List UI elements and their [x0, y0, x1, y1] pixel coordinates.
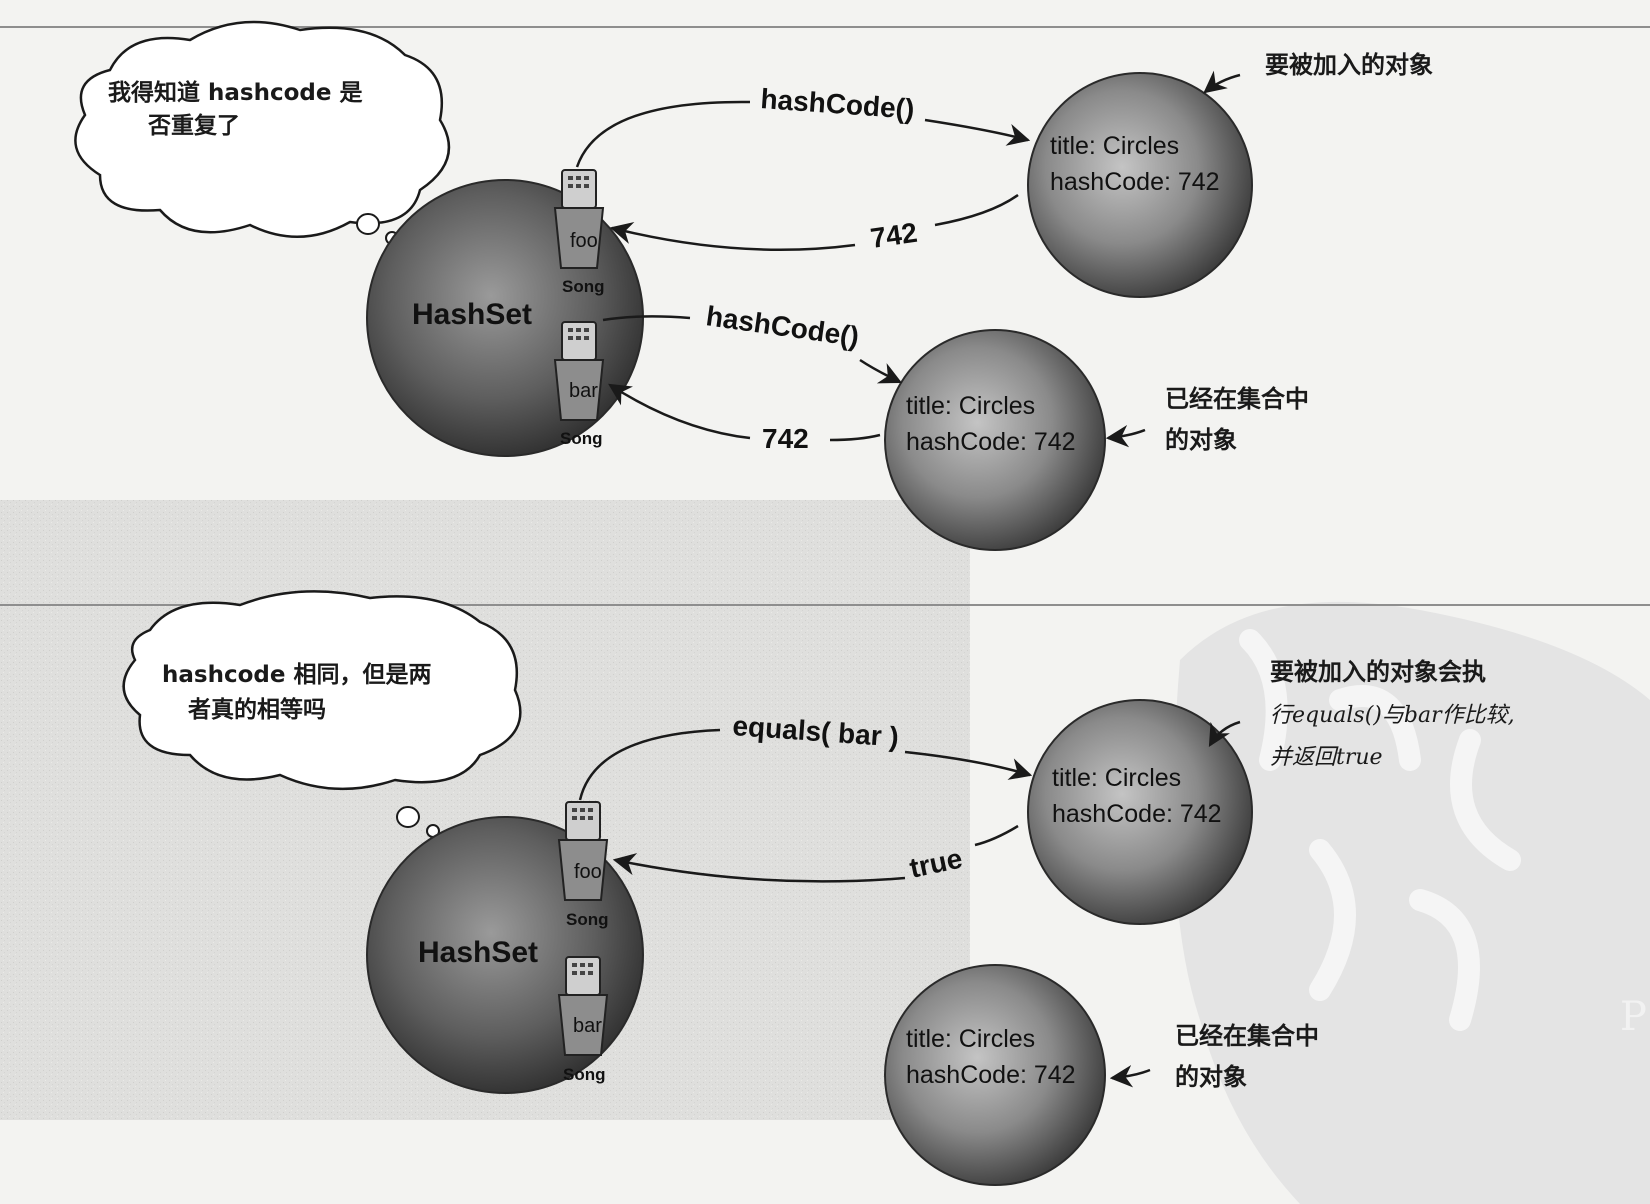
call-arrow	[859, 358, 903, 384]
note-existing-line2: 的对象	[1165, 426, 1237, 454]
note-arrow	[1105, 424, 1146, 448]
call-line	[578, 728, 721, 801]
song-label: Song	[563, 1065, 606, 1084]
cup-icon	[557, 994, 609, 1056]
return-arrow	[608, 383, 751, 440]
return-new-label: 742	[869, 217, 920, 254]
song-label: Song	[566, 910, 609, 929]
cup-icon	[553, 359, 605, 421]
thought-text-line1: 我得知道 hashcode 是	[108, 79, 362, 106]
cup-bar-label: bar	[569, 380, 598, 402]
note-new-line1: 要被加入的对象会执	[1270, 658, 1486, 686]
new-object-sphere	[1027, 72, 1253, 298]
note-existing-line2: 的对象	[1175, 1063, 1247, 1091]
note-new-line2: 行equals()与bar作比较,	[1270, 703, 1515, 728]
cup-icon	[557, 839, 609, 901]
note-existing-line1: 已经在集合中	[1175, 1022, 1319, 1050]
existing-object-sphere	[884, 964, 1106, 1186]
return-existing-label: 742	[762, 423, 809, 454]
note-arrow	[1109, 1065, 1151, 1088]
cup-icon	[553, 207, 605, 269]
panel-bottom: hashcode 相同，但是两 者真的相等吗 HashSet foo Song …	[122, 590, 1515, 1186]
hashset-label: HashSet	[418, 936, 538, 969]
svg-text:P: P	[1620, 994, 1647, 1040]
existing-object-title: title: Circles	[906, 1025, 1035, 1053]
call-arrow	[924, 118, 1031, 146]
new-object-hashcode: hashCode: 742	[1050, 168, 1220, 196]
new-object-title: title: Circles	[1052, 764, 1181, 792]
thought-text-line2: 者真的相等吗	[187, 696, 326, 723]
note-existing-line1: 已经在集合中	[1165, 385, 1309, 413]
panel-top: 我得知道 hashcode 是 否重复了 HashSet foo Song ba…	[74, 20, 1433, 551]
call-line	[575, 100, 751, 168]
thought-text-line2: 否重复了	[147, 113, 240, 139]
note-arrow	[1208, 720, 1241, 747]
hashset-label: HashSet	[412, 298, 532, 331]
remote-icon	[561, 169, 597, 209]
note-new-object: 要被加入的对象	[1265, 51, 1433, 79]
note-arrow	[1203, 70, 1241, 94]
song-cup-bar: bar Song	[553, 321, 605, 448]
existing-object-hashcode: hashCode: 742	[906, 1061, 1076, 1089]
song-cup-foo: foo Song	[553, 169, 605, 296]
new-object-hashcode: hashCode: 742	[1052, 800, 1222, 828]
new-object-sphere	[1027, 699, 1253, 925]
thought-cloud: hashcode 相同，但是两 者真的相等吗	[122, 590, 522, 838]
song-cup-foo: foo Song	[557, 801, 609, 929]
return-arrow	[612, 853, 906, 883]
song-label: Song	[562, 277, 605, 296]
existing-object-sphere	[884, 329, 1106, 551]
thought-text-line1: hashcode 相同，但是两	[162, 662, 431, 688]
cup-foo-label: foo	[570, 230, 598, 252]
return-line	[974, 824, 1019, 847]
return-line	[934, 193, 1019, 227]
cup-bar-label: bar	[573, 1015, 602, 1037]
new-object-title: title: Circles	[1050, 132, 1179, 160]
song-label: Song	[560, 429, 603, 448]
song-cup-bar: bar Song	[557, 956, 609, 1084]
cup-foo-label: foo	[574, 861, 602, 883]
remote-icon	[565, 801, 601, 841]
note-new-line3: 并返回true	[1270, 745, 1383, 770]
remote-icon	[561, 321, 597, 361]
return-line	[829, 433, 881, 442]
return-arrow	[609, 221, 856, 252]
existing-object-title: title: Circles	[906, 392, 1035, 420]
existing-object-hashcode: hashCode: 742	[906, 428, 1076, 456]
call-arrow	[904, 750, 1033, 780]
call-line	[602, 315, 691, 322]
watermark: P	[1173, 601, 1650, 1204]
remote-icon	[565, 956, 601, 996]
thought-cloud: 我得知道 hashcode 是 否重复了	[74, 20, 451, 245]
